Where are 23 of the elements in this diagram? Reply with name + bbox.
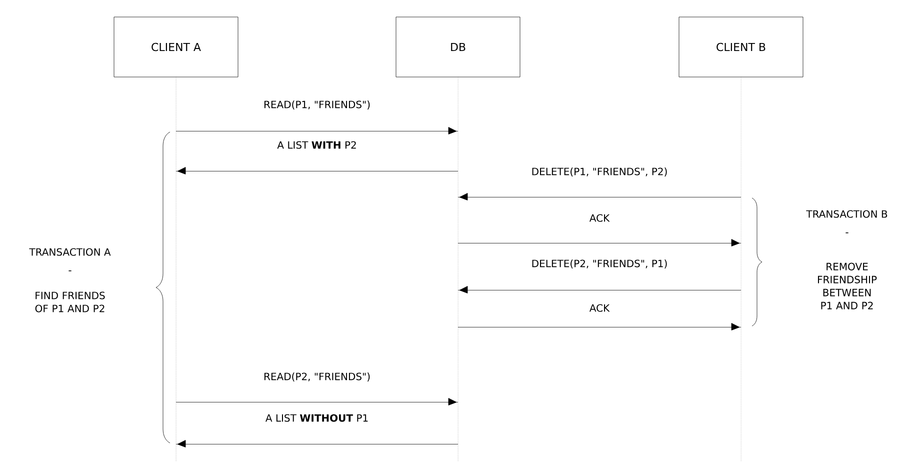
message-label: ACK (589, 304, 610, 312)
message-arrow (458, 239, 742, 246)
message-label: A LIST WITHOUT P1 (266, 414, 368, 422)
transaction-label: FIND FRIENDS OF P1 AND P2 (35, 292, 105, 312)
message-arrow (176, 167, 458, 174)
message-label: A LIST WITH P2 (277, 141, 356, 149)
message-label: DELETE(P2, "FRIENDS", P1) (532, 260, 667, 268)
message-label: READ(P2, "FRIENDS") (264, 372, 370, 382)
participant-box: DB (396, 16, 520, 78)
message-label: READ(P1, "FRIENDS") (264, 100, 370, 110)
message-label: ACK (589, 214, 610, 222)
message-arrow (458, 286, 742, 294)
transaction-label: - (846, 232, 848, 234)
message-label: DELETE(P1, "FRIENDS", P2) (532, 168, 667, 176)
message-arrow (458, 193, 742, 200)
message-arrow (458, 323, 742, 330)
participant-box: CLIENT A (114, 16, 238, 78)
transaction-label: REMOVE FRIENDSHIP BETWEEN P1 AND P2 (818, 262, 877, 310)
transaction-label: - (68, 270, 72, 272)
participant-box: CLIENT B (678, 16, 804, 78)
message-arrow (176, 398, 458, 406)
message-arrow (176, 127, 458, 134)
message-arrow (176, 440, 458, 448)
